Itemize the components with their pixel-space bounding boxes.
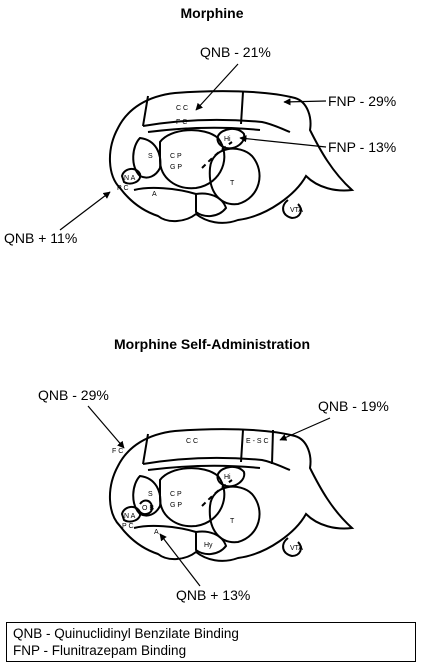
callout-qnb-29: QNB - 29% [38, 387, 109, 403]
region-label-hi: Hi [224, 474, 231, 481]
region-label-s: S [148, 153, 153, 160]
brain-outline [110, 429, 352, 561]
dashed-tract [202, 480, 232, 506]
region-label-vta: VTA [290, 545, 303, 552]
callout-arrow [240, 138, 326, 147]
region-label-a: A [154, 529, 159, 536]
region-label-a: A [152, 191, 157, 198]
callout-arrow [60, 192, 110, 230]
region-label-vta: VTA [290, 207, 303, 214]
region-label-cc: C C [176, 105, 188, 112]
panel-title: Morphine [181, 5, 244, 21]
legend-line-qnb: QNB - Quinuclidinyl Benzilate Binding [13, 625, 409, 642]
callout-qnb-21: QNB - 21% [200, 44, 271, 60]
callout-qnb-plus-13: QNB + 13% [176, 587, 250, 603]
brain-outline [110, 91, 352, 223]
callouts: QNB - 21% FNP - 29% FNP - 13% QNB + 11% [4, 44, 396, 246]
legend-line-fnp: FNP - Flunitrazepam Binding [13, 642, 409, 659]
region-label-gp: G P [170, 164, 182, 171]
callout-arrow [88, 406, 124, 448]
callout-arrow [284, 101, 326, 102]
region-labels: F C C C E - S C Hi S C P G P T N A O B P… [112, 438, 303, 552]
callout-arrow [196, 64, 238, 110]
callout-arrow [160, 534, 200, 586]
callout-fnp-29: FNP - 29% [328, 93, 396, 109]
region-label-hi: Hi [224, 136, 231, 143]
region-label-t: T [230, 180, 235, 187]
region-label-na: N A [124, 513, 136, 520]
region-label-cc: C C [186, 438, 198, 445]
panel-self-administration: Morphine Self-Administration F C C C E -… [38, 336, 389, 603]
region-label-na: N A [124, 175, 136, 182]
region-label-s: S [148, 491, 153, 498]
panel-morphine: Morphine F [4, 5, 396, 246]
region-label-esc: E - S C [246, 438, 269, 445]
callout-fnp-13: FNP - 13% [328, 139, 396, 155]
callout-qnb-plus-11: QNB + 11% [4, 230, 77, 246]
panel-title: Morphine Self-Administration [114, 336, 310, 352]
region-label-ob: O B [142, 505, 154, 512]
region-label-t: T [230, 518, 235, 525]
region-label-hy: Hy [204, 542, 213, 549]
region-label-fc: F C [112, 448, 123, 455]
region-label-pc: P C [122, 523, 134, 530]
region-label-cp: C P [170, 491, 182, 498]
legend: QNB - Quinuclidinyl Benzilate Binding FN… [6, 622, 416, 662]
region-label-gp: G P [170, 502, 182, 509]
dashed-tract [202, 142, 232, 168]
region-label-fc: F C [176, 119, 187, 126]
callout-qnb-19: QNB - 19% [318, 398, 389, 414]
region-label-pc: P C [117, 185, 129, 192]
region-label-cp: C P [170, 153, 182, 160]
callout-arrow [280, 418, 330, 440]
